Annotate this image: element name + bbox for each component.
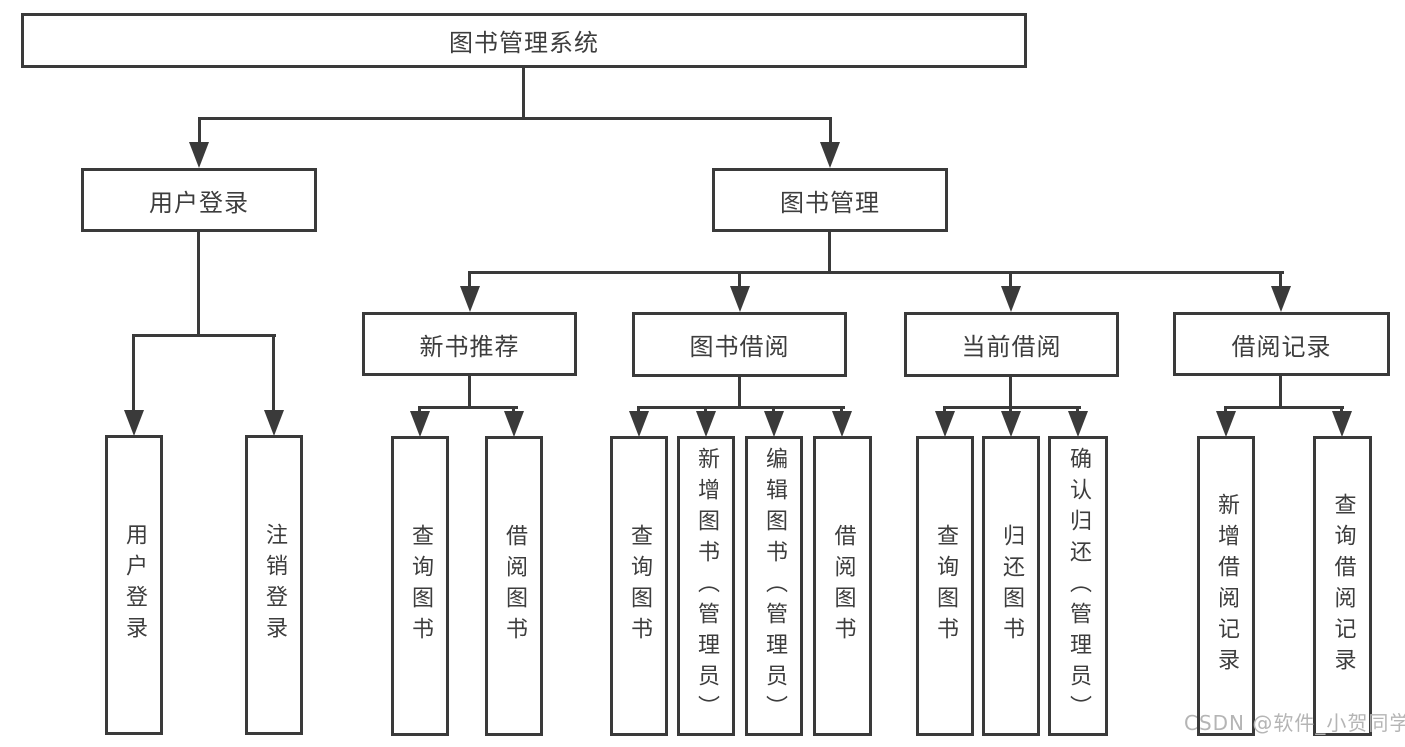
connector-line (132, 334, 135, 412)
connector-arrowhead (189, 142, 209, 168)
connector-line (1279, 271, 1282, 289)
csdn-watermark: CSDN @软件_小贺同学 (1184, 711, 1405, 735)
node-book-management: 图书管理 (712, 168, 948, 232)
leaf-label: 注销登录 (262, 523, 287, 647)
connector-arrowhead (460, 286, 480, 312)
connector-line (198, 117, 832, 120)
connector-arrowhead (696, 411, 716, 437)
connector-line (198, 117, 201, 145)
node-label: 图书借阅 (689, 333, 790, 361)
connector-line (1009, 271, 1012, 289)
connector-arrowhead (1001, 411, 1021, 437)
node-label: 图书管理系统 (449, 29, 599, 57)
connector-arrowhead (820, 142, 840, 168)
connector-line (829, 117, 832, 145)
leaf-query-books-recommend: 查询图书 (391, 436, 449, 736)
connector-line (1224, 406, 1344, 409)
leaf-label: 查询借阅记录 (1330, 493, 1356, 679)
node-label: 用户登录 (149, 188, 249, 217)
node-label: 新书推荐 (419, 332, 520, 361)
leaf-borrow-books-recommend: 借阅图书 (485, 436, 543, 736)
leaf-label: 新增借阅记录 (1214, 493, 1239, 679)
leaf-label: 查询图书 (933, 524, 958, 648)
leaf-label: 新增图书（管理员） (694, 446, 719, 726)
connector-arrowhead (264, 410, 284, 436)
connector-arrowhead (410, 411, 430, 437)
leaf-logout: 注销登录 (245, 435, 303, 735)
connector-line (1009, 376, 1012, 408)
node-label: 借阅记录 (1231, 332, 1332, 361)
connector-arrowhead (629, 411, 649, 437)
connector-arrowhead (832, 411, 852, 437)
connector-line (132, 334, 276, 337)
leaf-user-login: 用户登录 (105, 435, 163, 735)
connector-line (738, 271, 741, 289)
connector-arrowhead (504, 411, 524, 437)
connector-arrowhead (1068, 411, 1088, 437)
leaf-label: 借阅图书 (502, 524, 527, 648)
connector-arrowhead (1271, 286, 1291, 312)
leaf-label: 查询图书 (408, 524, 433, 648)
leaf-return-books: 归还图书 (982, 436, 1040, 736)
leaf-label: 查询图书 (627, 524, 652, 648)
leaf-edit-books-admin: 编辑图书（管理员） (745, 436, 803, 736)
leaf-label: 编辑图书（管理员） (762, 446, 787, 726)
node-book-borrowing: 图书借阅 (632, 312, 847, 377)
connector-line (522, 67, 525, 118)
connector-arrowhead (730, 286, 750, 312)
node-library-management-system: 图书管理系统 (21, 13, 1027, 68)
node-label: 当前借阅 (961, 333, 1062, 361)
connector-line (943, 406, 1081, 409)
connector-arrowhead (124, 410, 144, 436)
leaf-borrow-books: 借阅图书 (813, 436, 872, 736)
leaf-add-books-admin: 新增图书（管理员） (677, 436, 735, 736)
connector-arrowhead (1216, 411, 1236, 437)
connector-line (272, 334, 275, 412)
leaf-query-borrow-record: 查询借阅记录 (1313, 436, 1372, 736)
leaf-query-books-borrow: 查询图书 (610, 436, 668, 736)
connector-arrowhead (1001, 286, 1021, 312)
leaf-label: 确认归还（管理员） (1066, 446, 1091, 726)
node-new-book-recommendation: 新书推荐 (362, 312, 577, 376)
connector-line (637, 406, 845, 409)
connector-arrowhead (764, 411, 784, 437)
leaf-add-borrow-record: 新增借阅记录 (1197, 436, 1255, 736)
leaf-query-books-current: 查询图书 (916, 436, 974, 736)
connector-line (197, 232, 200, 336)
connector-arrowhead (1332, 411, 1352, 437)
connector-line (468, 376, 471, 408)
connector-line (738, 376, 741, 408)
connector-arrowhead (935, 411, 955, 437)
leaf-confirm-return-admin: 确认归还（管理员） (1048, 436, 1108, 736)
node-label: 图书管理 (780, 188, 880, 217)
leaf-label: 用户登录 (122, 523, 147, 647)
connector-line (418, 406, 518, 409)
connector-line (828, 232, 831, 273)
node-current-borrowing: 当前借阅 (904, 312, 1119, 377)
node-borrowing-records: 借阅记录 (1173, 312, 1390, 376)
leaf-label: 归还图书 (999, 524, 1024, 648)
connector-line (1279, 376, 1282, 408)
node-user-login: 用户登录 (81, 168, 317, 232)
leaf-label: 借阅图书 (830, 524, 856, 648)
connector-line (468, 271, 471, 289)
connector-line (468, 271, 1284, 274)
